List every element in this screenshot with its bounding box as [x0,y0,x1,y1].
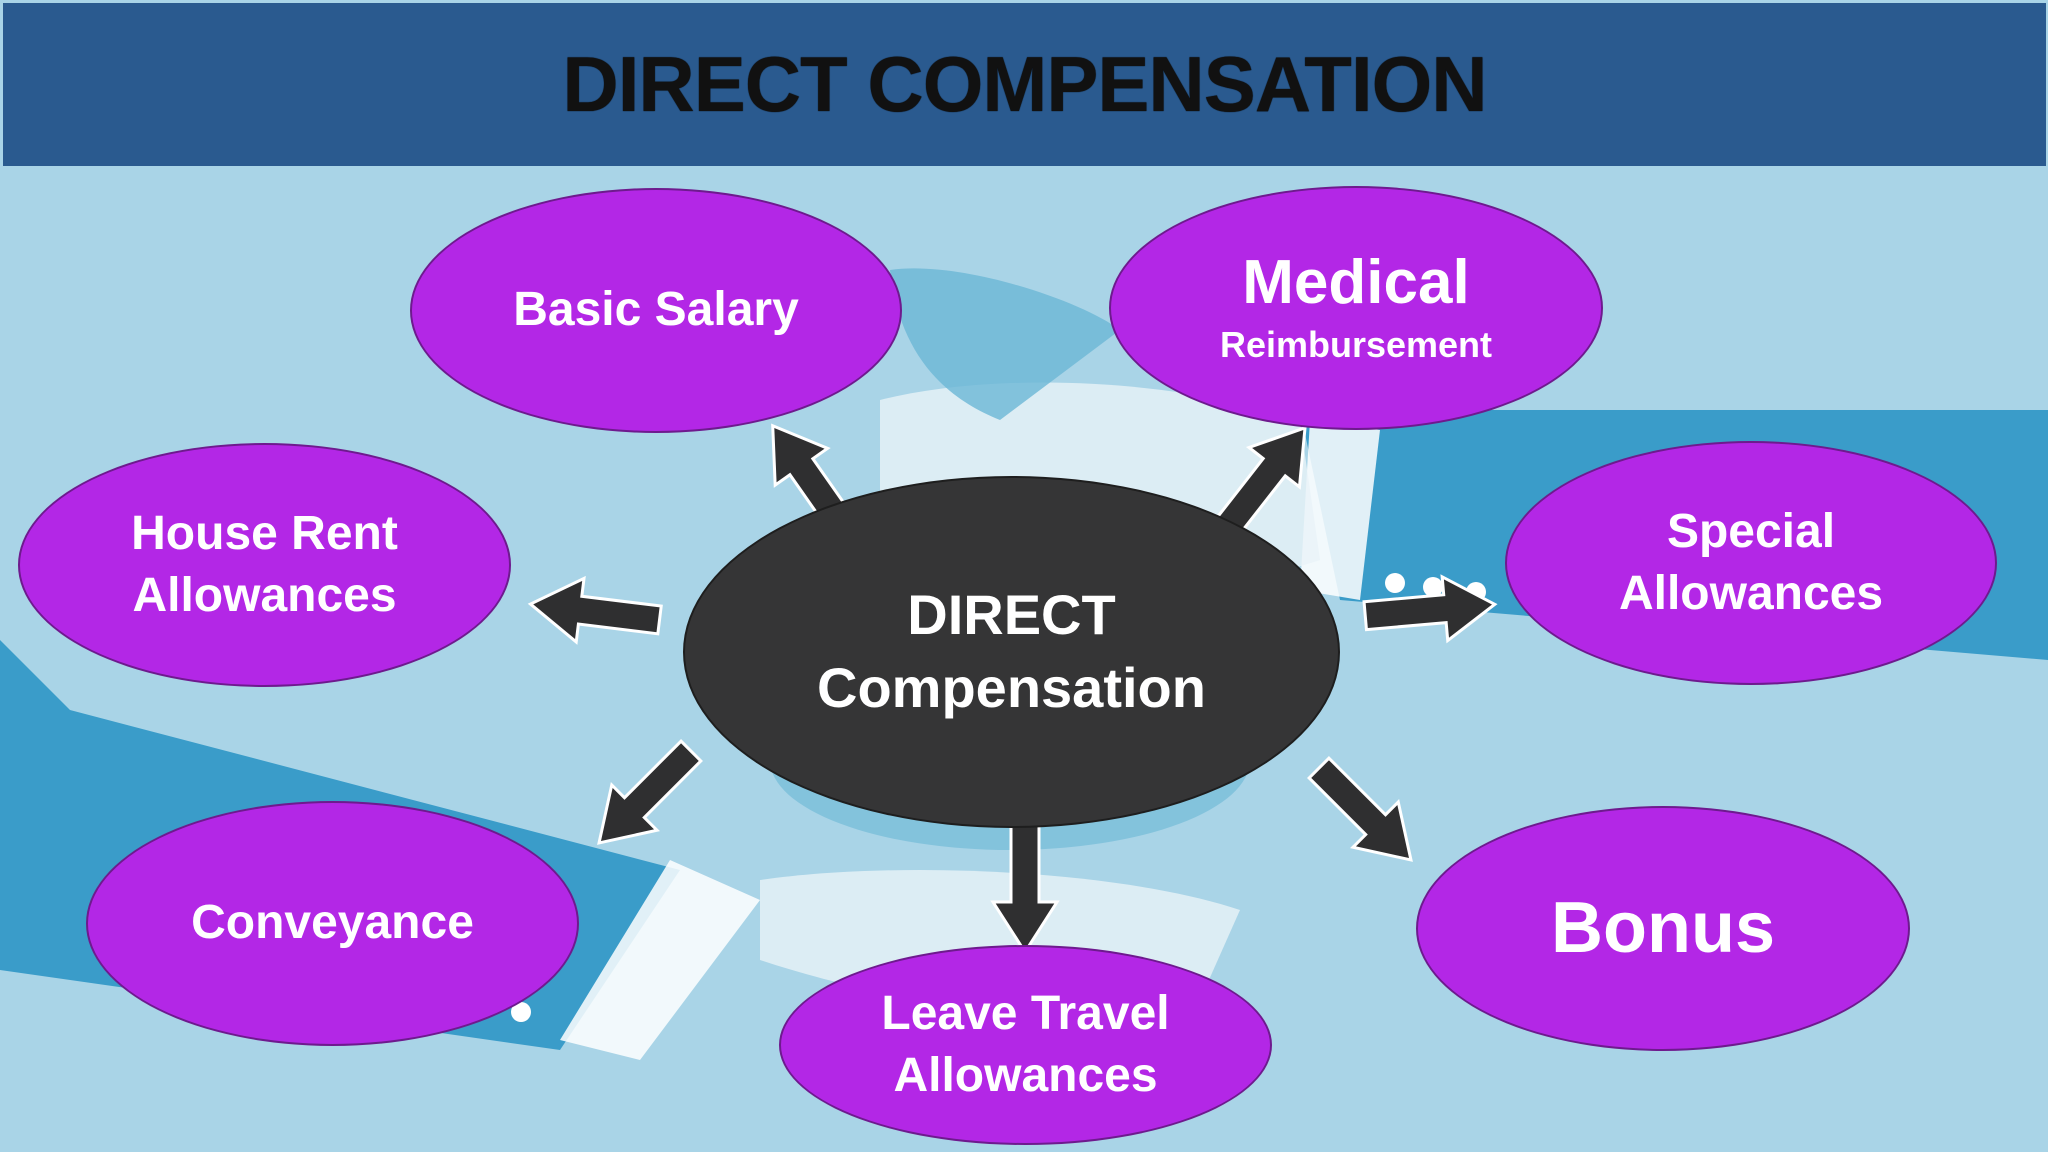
node-house-rent-label-1: House Rent [131,506,398,560]
node-conveyance-label: Conveyance [191,896,474,950]
node-leave-travel-label-1: Leave Travel [881,986,1170,1040]
center-node-direct-compensation: DIRECT Compensation [683,476,1340,828]
node-special-allowances: Special Allowances [1505,441,1997,685]
arrow-to-house-rent-icon [527,575,663,645]
node-medical-reimbursement: Medical Reimbursement [1109,186,1603,430]
title-bar: DIRECT COMPENSATION [3,3,2046,166]
node-bonus: Bonus [1416,806,1910,1051]
node-medical-sublabel: Reimbursement [1219,324,1493,365]
node-house-rent-label-2: Allowances [132,569,397,622]
page-title: DIRECT COMPENSATION [562,40,1487,128]
node-bonus-label: Bonus [1551,888,1775,969]
node-conveyance: Conveyance [86,801,579,1046]
node-leave-travel-allowances: Leave Travel Allowances [779,945,1272,1145]
arrow-to-special-icon [1362,574,1498,644]
arrow-to-leave-travel-icon [990,820,1060,955]
node-basic-salary-label: Basic Salary [513,283,799,337]
arrow-to-bonus-icon [1307,756,1413,862]
arrow-to-conveyance-icon [597,739,703,845]
center-label-1: DIRECT [907,583,1116,647]
node-special-label-1: Special [1666,504,1836,558]
node-special-label-2: Allowances [1618,567,1884,620]
node-basic-salary: Basic Salary [410,188,902,433]
node-house-rent-allowances: House Rent Allowances [18,443,511,687]
center-label-2: Compensation [817,656,1206,719]
node-medical-label: Medical [1242,247,1470,317]
node-leave-travel-label-2: Allowances [893,1049,1158,1102]
